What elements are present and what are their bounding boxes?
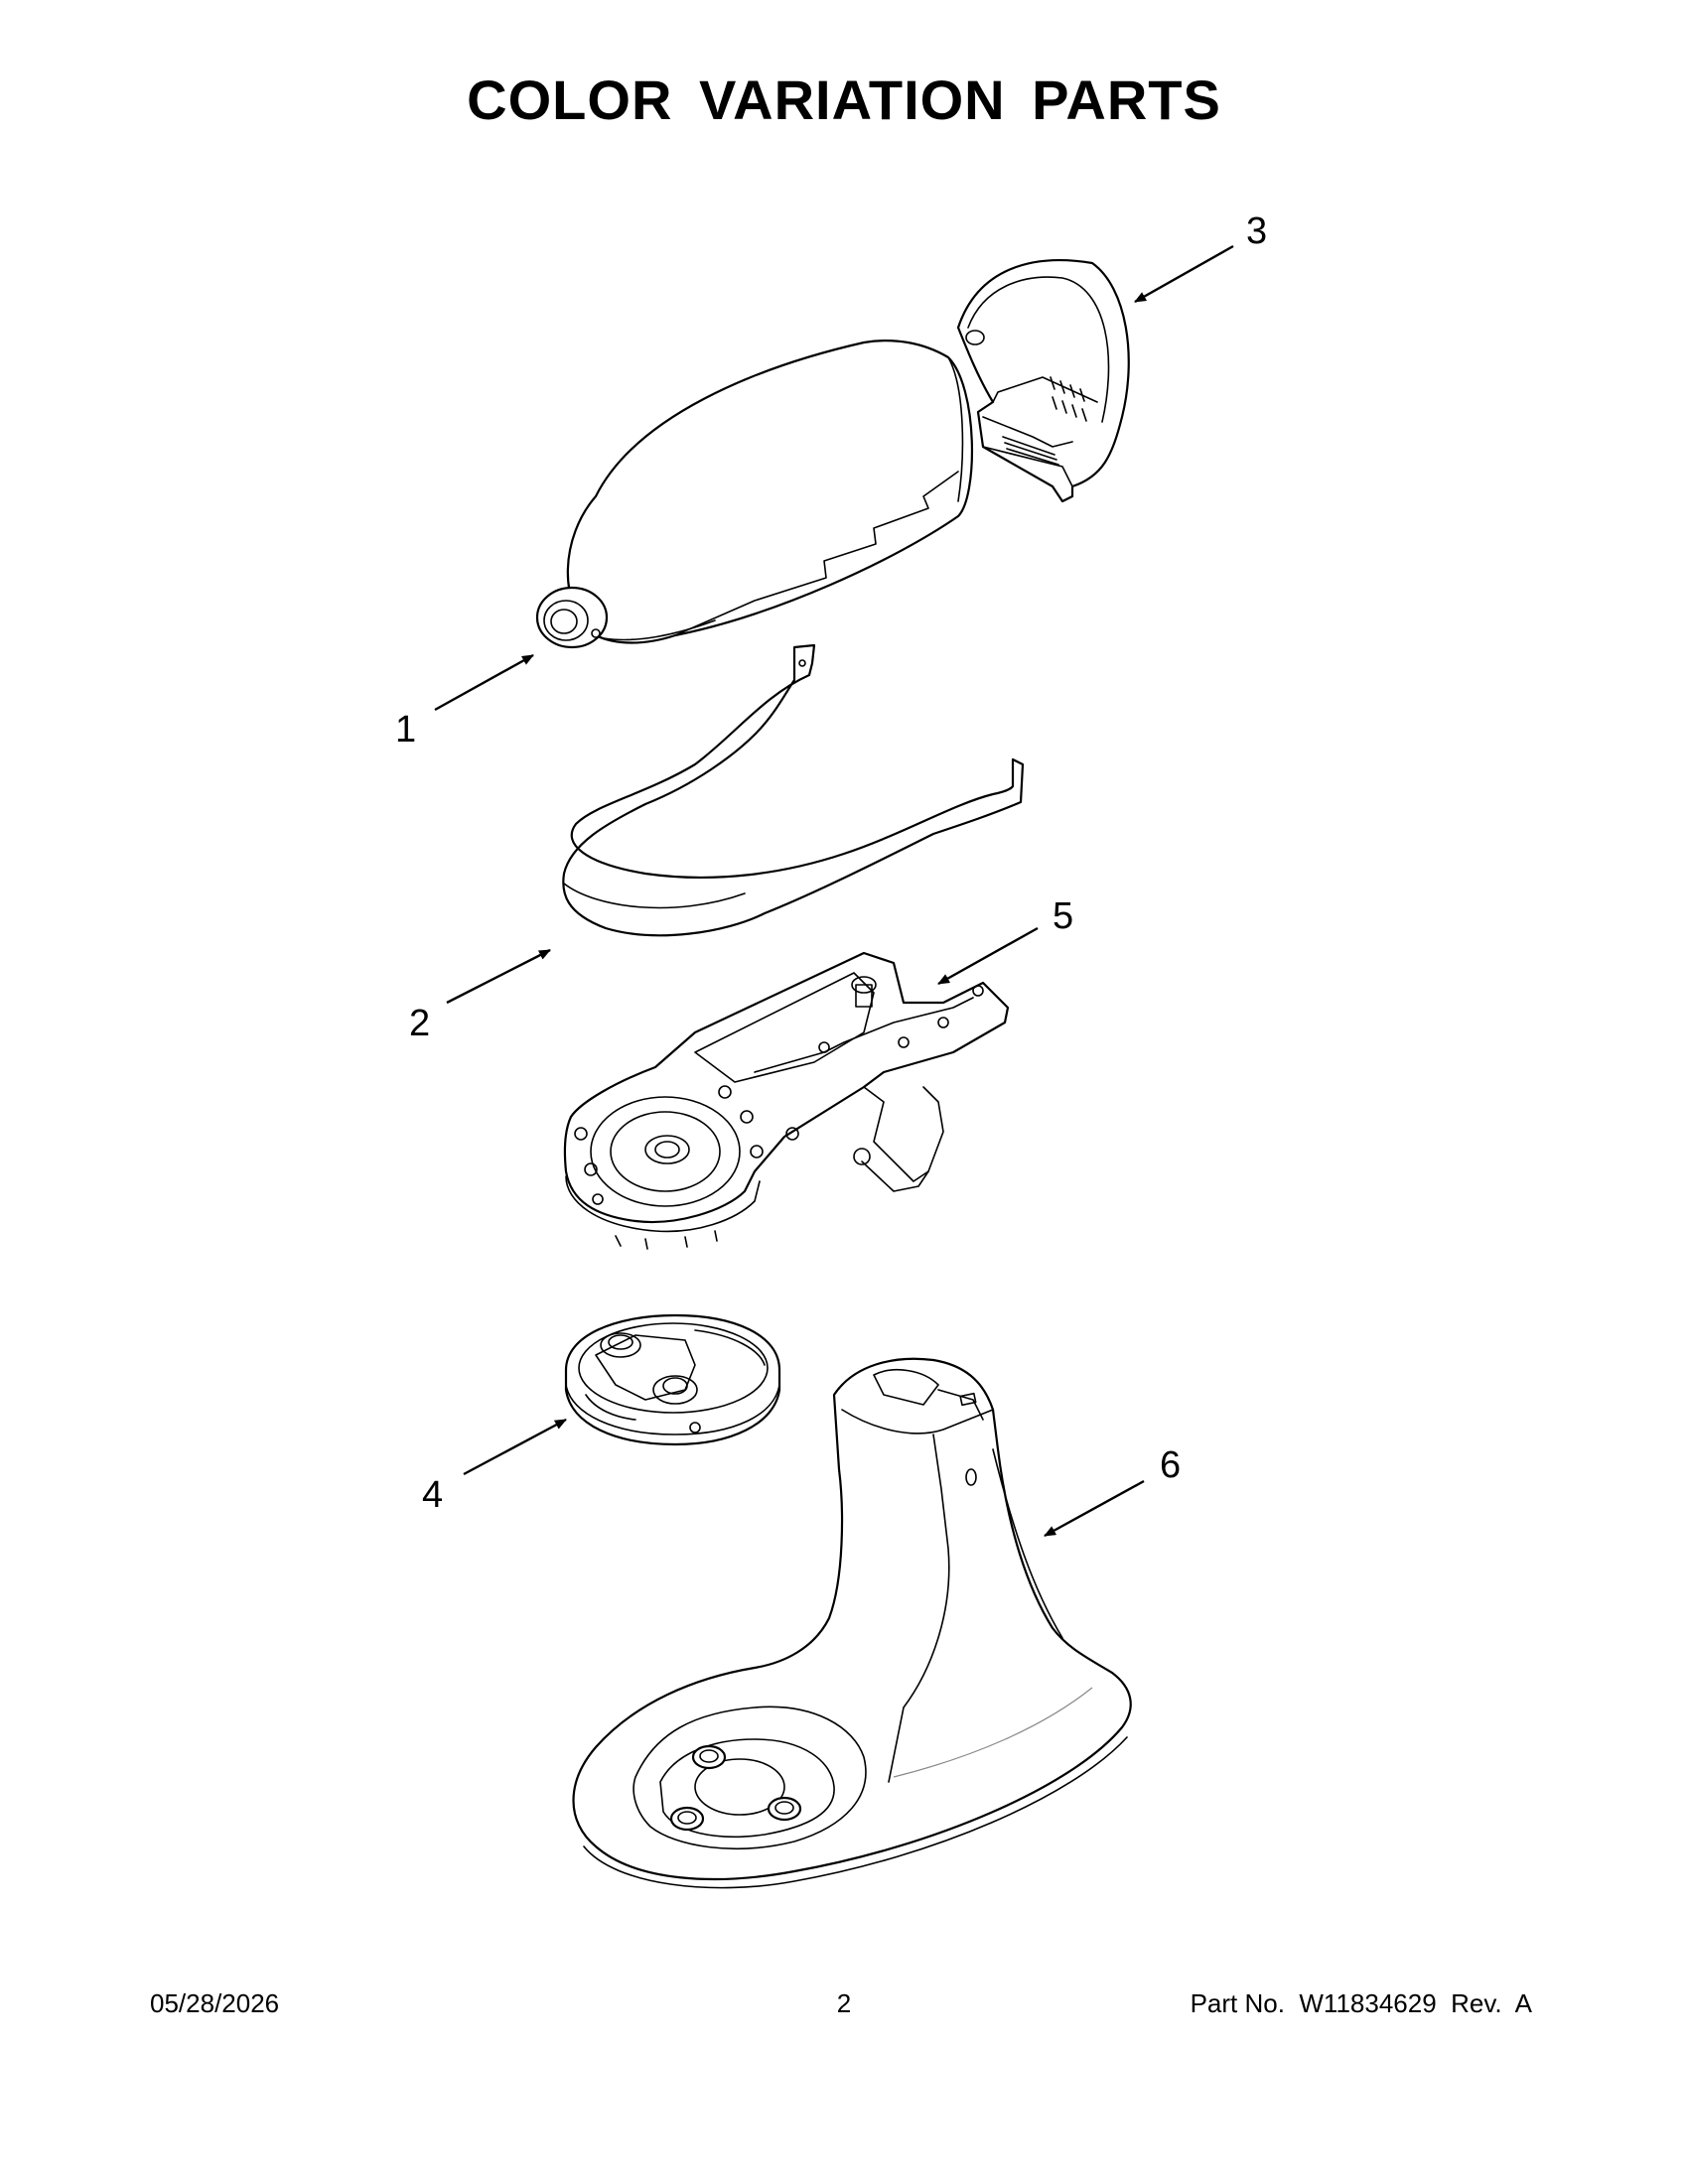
pedestal-stand-part xyxy=(572,1357,1132,1889)
page-title: COLOR VARIATION PARTS xyxy=(467,68,1221,131)
motor-head-cover-part xyxy=(535,340,974,649)
callout-arrow-2 xyxy=(446,948,551,1005)
callout-label-1: 1 xyxy=(395,709,416,751)
planetary-hub-cap-part xyxy=(564,1313,781,1446)
callout-label-6: 6 xyxy=(1160,1444,1181,1486)
callout-arrow-3 xyxy=(1134,244,1234,304)
callout-label-2: 2 xyxy=(409,1003,430,1044)
footer-date: 05/28/2026 xyxy=(150,1988,280,2018)
footer-page-number: 2 xyxy=(836,1988,852,2018)
trim-band-part xyxy=(562,643,1025,937)
callout-arrow-6 xyxy=(1044,1479,1145,1538)
callout-arrow-1 xyxy=(434,653,534,712)
callout-label-5: 5 xyxy=(1053,895,1073,937)
rear-cover-part xyxy=(956,259,1130,503)
callout-arrow-4 xyxy=(463,1418,567,1476)
callout-label-3: 3 xyxy=(1246,210,1267,252)
callout-arrow-5 xyxy=(937,926,1039,986)
callout-label-4: 4 xyxy=(422,1474,443,1516)
footer-part-number: Part No. W11834629 Rev. A xyxy=(1190,1988,1532,2018)
gear-housing-base-part xyxy=(563,951,1010,1250)
